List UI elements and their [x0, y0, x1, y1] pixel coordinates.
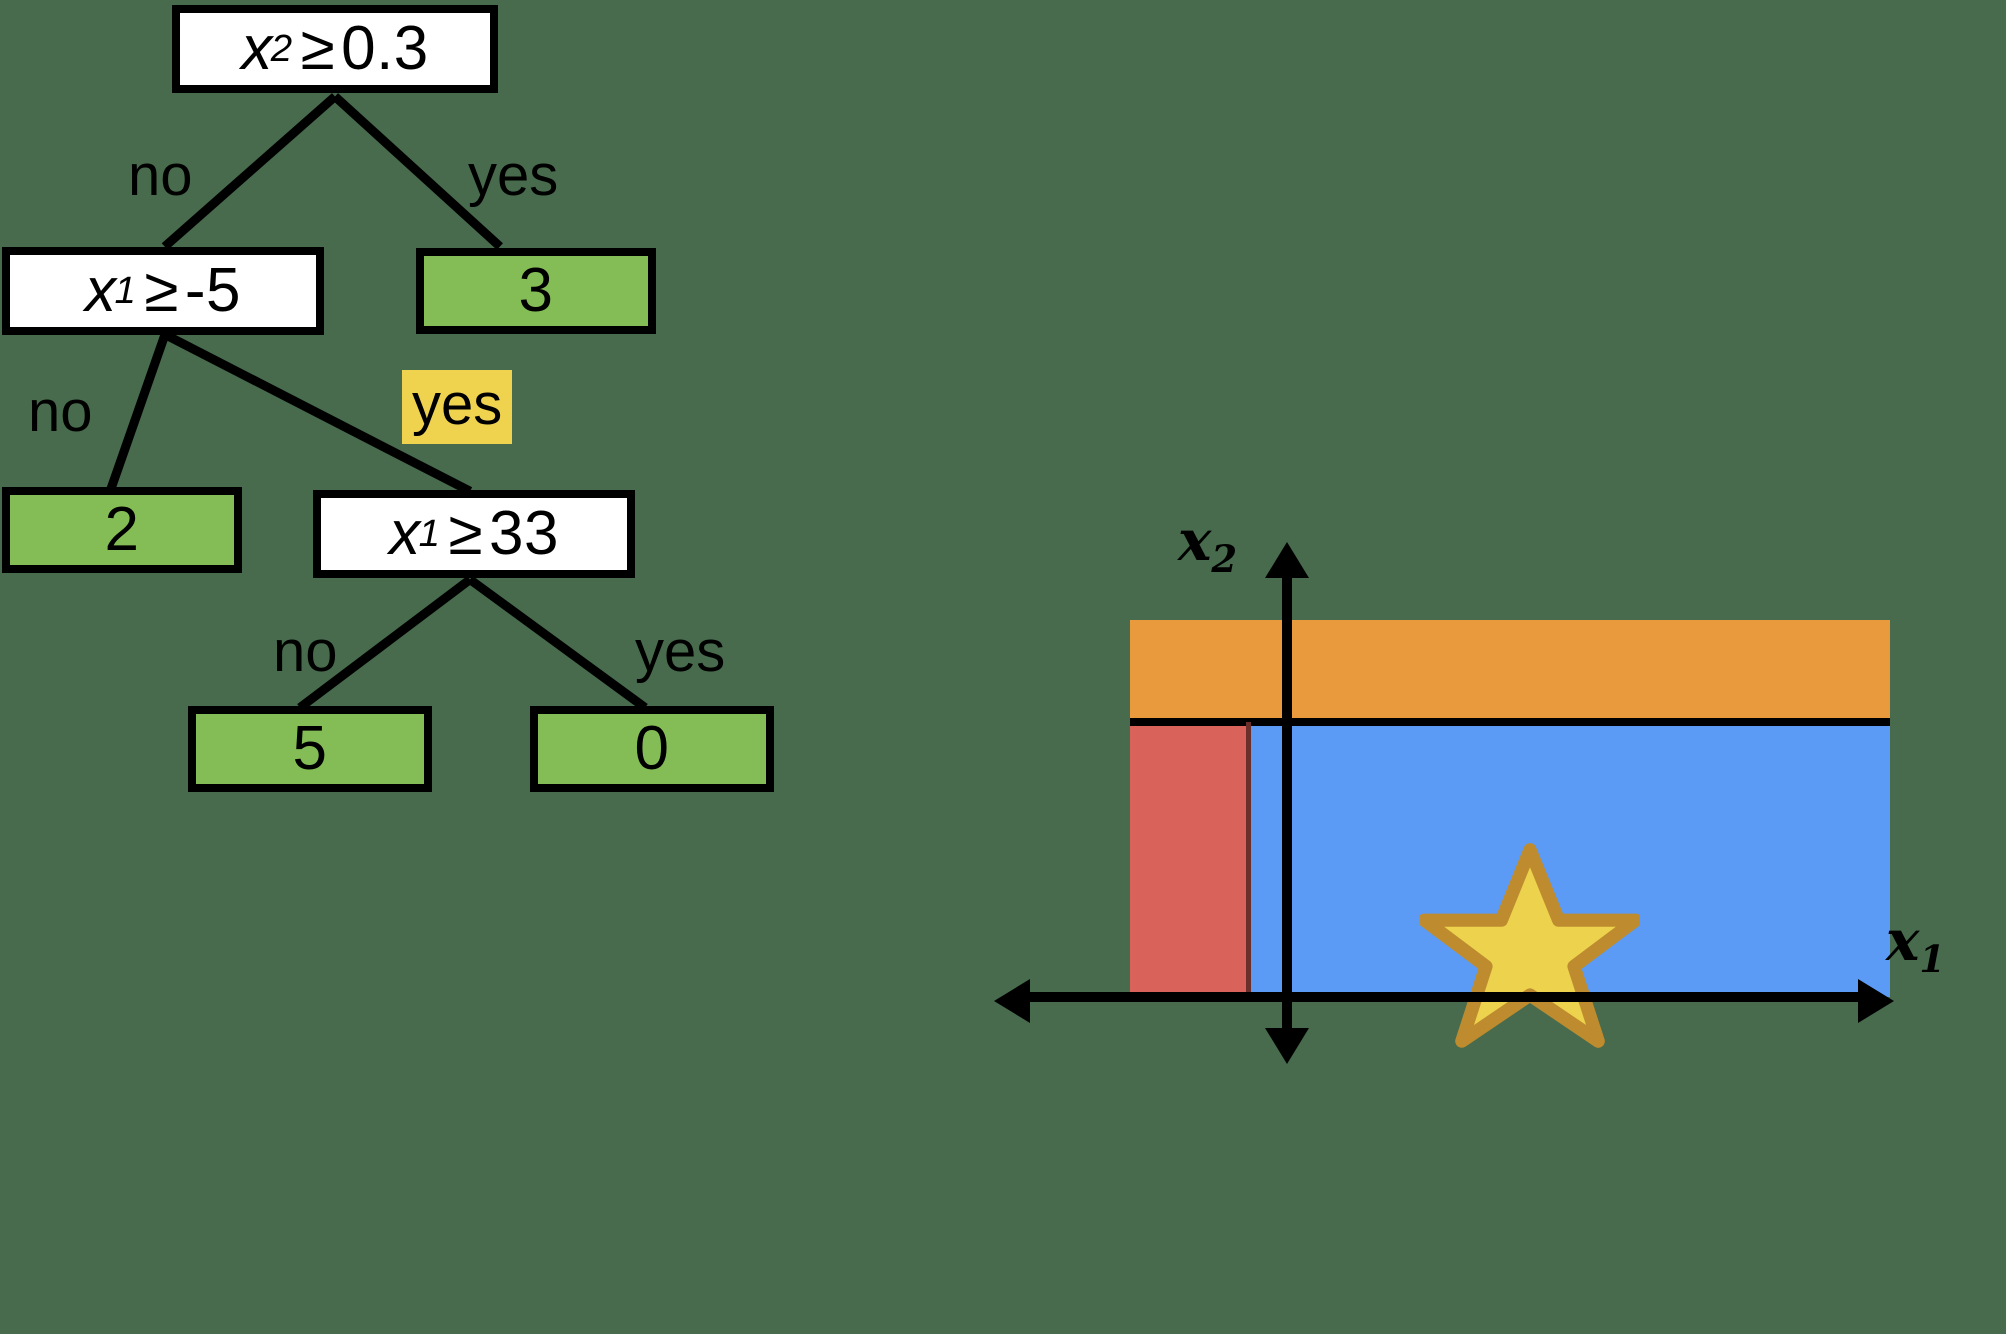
- edge-label-root-yes: yes: [468, 143, 559, 208]
- x-axis-arrow-right: [1858, 979, 1894, 1023]
- leaf-node-5[interactable]: 5: [188, 706, 432, 792]
- leaf-0-value: 0: [634, 714, 670, 783]
- node-n2-sub: 1: [418, 511, 441, 555]
- node-n1-sub: 1: [114, 268, 137, 312]
- y-axis-label-sub: 2: [1211, 537, 1238, 582]
- leaf-3-value: 3: [518, 256, 554, 325]
- edge-label-n1-no: no: [28, 379, 93, 444]
- red-region: [1130, 722, 1249, 997]
- leaf-2-value: 2: [104, 495, 140, 564]
- edge-label-root-no: no: [128, 143, 193, 208]
- node-n2-op: ≥: [448, 499, 483, 568]
- region-plot: x2 x1: [994, 508, 1945, 1064]
- node-n1-value: -5: [184, 256, 242, 325]
- leaf-node-2[interactable]: 2: [2, 487, 242, 573]
- y-axis-arrow-up: [1265, 542, 1309, 578]
- y-axis-label-x2: x2: [1178, 508, 1237, 581]
- leaf-node-0[interactable]: 0: [530, 706, 774, 792]
- y-axis-arrow-down: [1265, 1028, 1309, 1064]
- x-axis-label-x1: x1: [1886, 908, 1945, 981]
- node-root-value: 0.3: [341, 14, 429, 83]
- x-axis-line: [1030, 992, 1860, 1002]
- y-axis-label-var: x: [1178, 508, 1212, 574]
- x-axis-label-var: x: [1886, 908, 1920, 974]
- x-axis-label-sub: 1: [1919, 937, 1946, 982]
- node-root-sub: 2: [270, 26, 293, 70]
- node-root-var: x: [241, 14, 273, 83]
- orange-region: [1130, 620, 1890, 722]
- edge-x1-ge-33-to-leaf-0: [467, 575, 648, 712]
- node-n2-value: 33: [488, 499, 559, 568]
- node-n1-var: x: [84, 256, 117, 325]
- star-icon: [1420, 843, 1640, 1048]
- leaf-5-value: 5: [292, 714, 328, 783]
- x-axis-arrow-left: [994, 979, 1030, 1023]
- leaf-node-3[interactable]: 3: [416, 248, 656, 334]
- edge-label-n1-yes-highlighted: yes: [402, 370, 513, 444]
- split-line-x1: [1246, 722, 1251, 997]
- split-line-x2: [1130, 718, 1890, 726]
- node-n1-op: ≥: [144, 256, 179, 325]
- y-axis-line: [1282, 572, 1292, 1034]
- edge-label-n2-no: no: [273, 619, 338, 684]
- node-n2-var: x: [389, 499, 421, 568]
- edge-label-n2-yes: yes: [635, 619, 726, 684]
- node-root-op: ≥: [300, 14, 336, 83]
- edge-x1-ge-minus5-to-leaf-2: [105, 333, 170, 494]
